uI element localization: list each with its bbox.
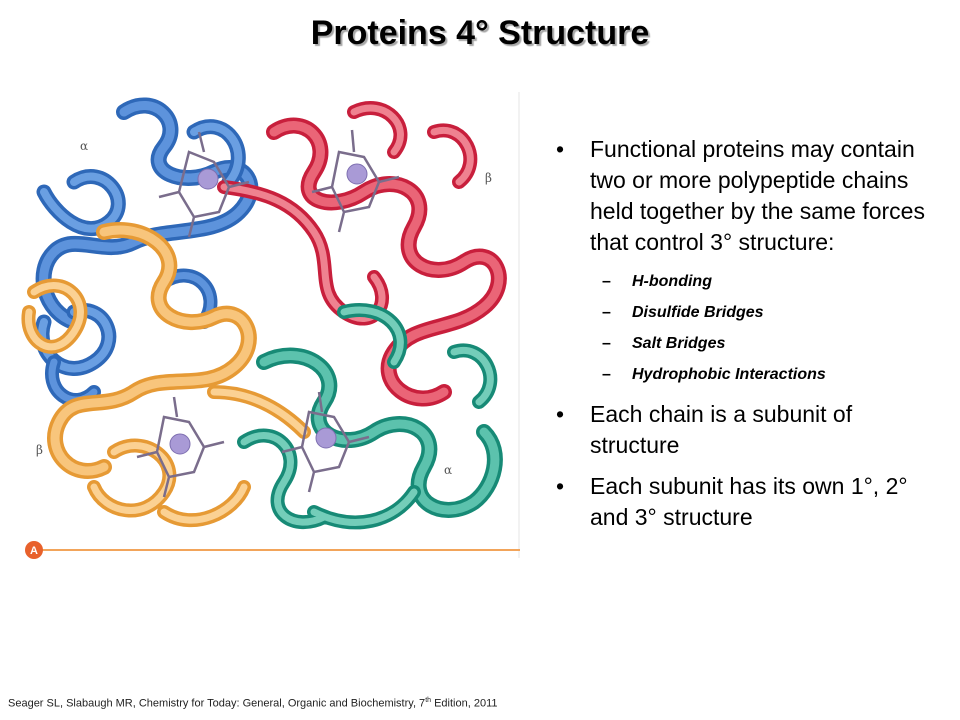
citation: Seager SL, Slabaugh MR, Chemistry for To… xyxy=(8,697,498,710)
label-alpha-bottom: α xyxy=(444,463,452,477)
bullet-marker: • xyxy=(556,473,565,499)
subitem-hydrophobic-interactions: – Hydrophobic Interactions xyxy=(556,365,946,385)
dash-marker: – xyxy=(602,273,611,290)
heme-group-1 xyxy=(158,131,250,238)
forces-sublist: – H-bonding – Disulfide Bridges – Salt B… xyxy=(556,272,946,385)
bullet-own-structure: • Each subunit has its own 1°, 2° and 3°… xyxy=(556,471,946,533)
label-alpha-top: α xyxy=(80,139,88,153)
subitem-text: Salt Bridges xyxy=(632,335,726,352)
bullet-text: Each chain is a subunit of structure xyxy=(590,401,853,458)
subitem-salt-bridges: – Salt Bridges xyxy=(556,334,946,354)
blue-subunit xyxy=(34,97,259,407)
bullet-subunit: • Each chain is a subunit of structure xyxy=(556,399,946,461)
citation-tail: Edition, 2011 xyxy=(431,697,498,710)
citation-main: Seager SL, Slabaugh MR, Chemistry for To… xyxy=(8,697,426,710)
figure-badge-label: A xyxy=(30,545,38,557)
subitem-disulfide-bridges: – Disulfide Bridges xyxy=(556,303,946,323)
hemoglobin-figure: α β β α A xyxy=(14,92,520,560)
bullet-text: Each subunit has its own 1°, 2° and 3° s… xyxy=(590,473,908,530)
subitem-text: Disulfide Bridges xyxy=(632,304,764,321)
heme-group-3 xyxy=(136,396,225,498)
bullet-list: • Functional proteins may contain two or… xyxy=(556,134,946,543)
protein-ribbon-illustration: α β β α A xyxy=(21,92,520,559)
figure-badge xyxy=(25,541,43,559)
citation-sup: th xyxy=(425,697,432,704)
slide-title: Proteins 4° Structure xyxy=(310,14,650,52)
label-beta-top: β xyxy=(485,171,492,185)
bullet-text: Functional proteins may contain two or m… xyxy=(590,136,925,255)
dash-marker: – xyxy=(602,335,611,352)
heme-group-2 xyxy=(311,129,400,233)
bullet-marker: • xyxy=(556,136,565,162)
teal-subunit xyxy=(237,303,503,530)
subitem-text: Hydrophobic Interactions xyxy=(632,366,826,383)
dash-marker: – xyxy=(602,304,611,321)
bullet-marker: • xyxy=(556,401,565,427)
dash-marker: – xyxy=(602,366,611,383)
subitem-h-bonding: – H-bonding xyxy=(556,272,946,292)
bullet-functional-proteins: • Functional proteins may contain two or… xyxy=(556,134,946,258)
label-beta-bottom: β xyxy=(36,443,43,457)
heme-group-4 xyxy=(281,391,370,493)
subitem-text: H-bonding xyxy=(632,273,712,290)
